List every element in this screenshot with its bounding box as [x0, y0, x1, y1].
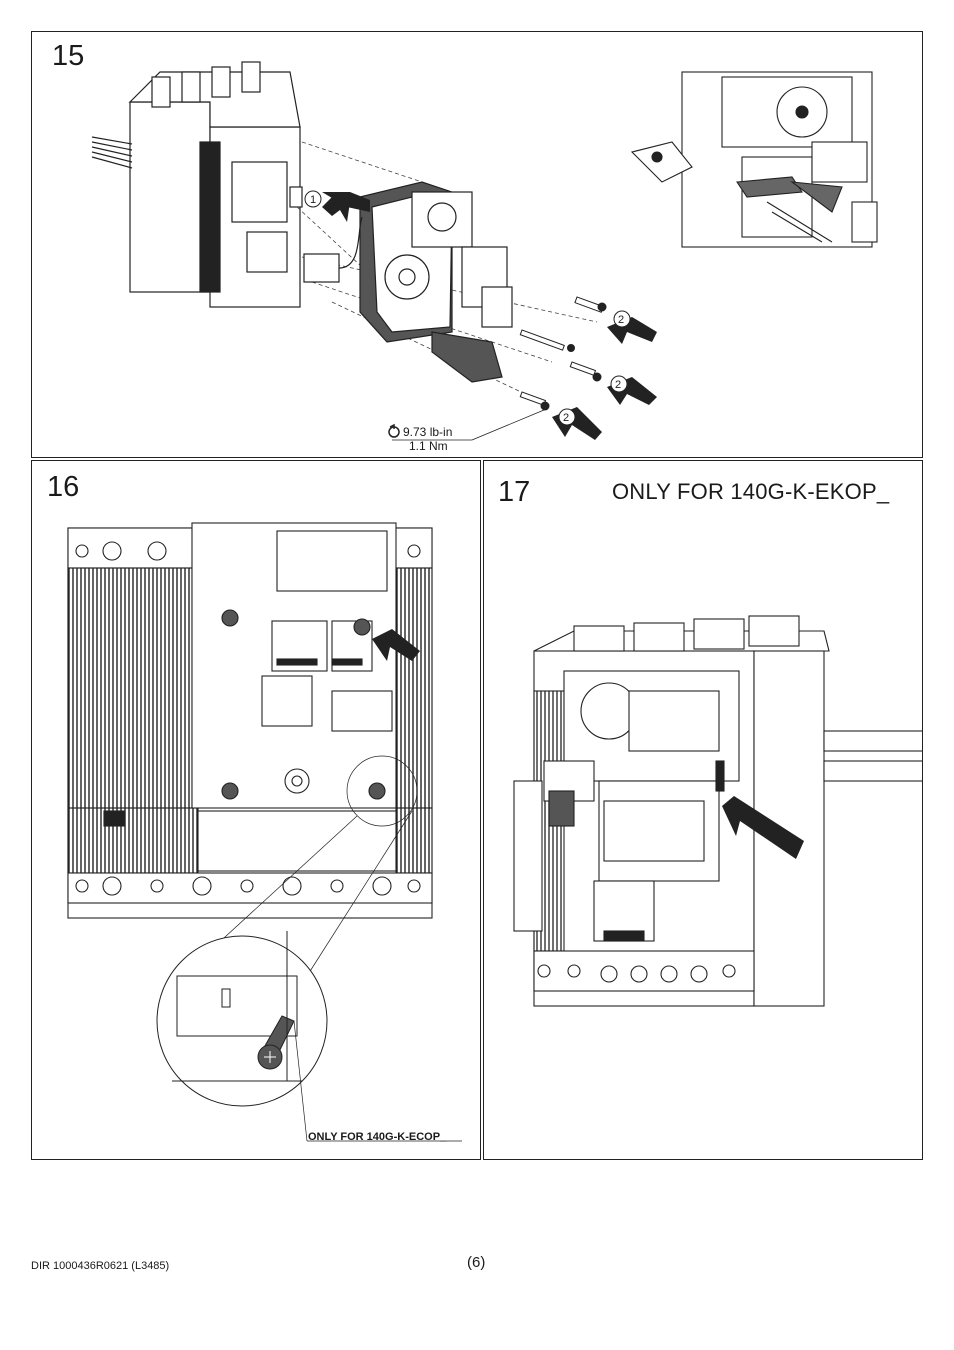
callout-2-label-a: 2	[618, 314, 624, 326]
step-15-number: 15	[52, 40, 85, 72]
zoom-detail	[156, 755, 462, 1142]
step-16-number: 16	[47, 471, 80, 503]
breaker-iso-view	[513, 615, 922, 1007]
torque-imperial: 9.73 lb-in	[403, 425, 453, 439]
step-17-illustration	[513, 615, 922, 1007]
screws	[519, 296, 607, 411]
section-detail	[630, 71, 878, 248]
arrow-icon	[722, 796, 804, 859]
step-17-note: ONLY FOR 140G-K-EKOP_	[612, 479, 890, 504]
step-15-panel: 15	[31, 31, 923, 458]
breaker-body	[91, 61, 303, 308]
step-16-panel: 16	[31, 460, 481, 1160]
step-17-number: 17	[498, 476, 531, 508]
callout-1-label: 1	[310, 194, 316, 206]
step-16-note: ONLY FOR 140G-K-ECOP_	[308, 1131, 447, 1143]
step-17-panel: 17 ONLY FOR 140G-K-EKOP_	[483, 460, 923, 1160]
callout-2-label-c: 2	[563, 412, 569, 424]
page-number: (6)	[467, 1254, 486, 1271]
document-id: DIR 1000436R0621 (L3485)	[31, 1260, 170, 1272]
callout-2-icon: 2 2 2	[558, 310, 631, 426]
mechanism-assembly	[303, 181, 513, 383]
arrow-icon	[372, 629, 420, 661]
step-15-illustration: 1 2 2 2	[91, 61, 878, 441]
step-16-illustration	[67, 522, 462, 1142]
breaker-front-view	[67, 522, 433, 919]
torque-icon	[388, 423, 400, 438]
callout-1-icon: 1	[304, 190, 322, 208]
torque-spec: 9.73 lb-in 1.1 Nm	[403, 425, 452, 453]
torque-metric: 1.1 Nm	[409, 439, 448, 453]
callout-2-label-b: 2	[615, 379, 621, 391]
